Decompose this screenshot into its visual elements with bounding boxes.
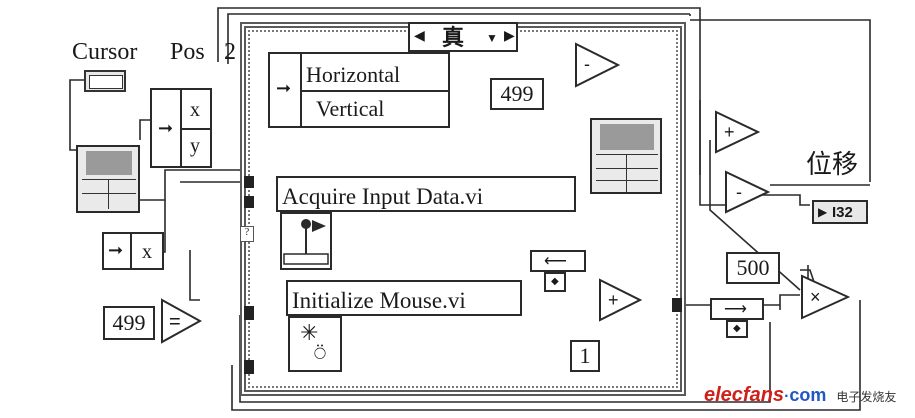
shift-right-arrow-icon: ⟶ — [724, 301, 747, 318]
bundle-arrow-icon: ➞ — [158, 118, 174, 138]
svg-text:+: + — [608, 290, 619, 310]
bundle-x-label: x — [190, 99, 200, 121]
svg-text:-: - — [584, 54, 590, 74]
watermark-cn: 电子发烧友 — [836, 390, 897, 404]
unbundle-arrow-icon: ➞ — [108, 240, 124, 260]
shift-right-down-icon: ◆ — [733, 323, 741, 334]
i32-label: I32 — [832, 204, 853, 221]
shift-register-left[interactable]: ⟵ — [530, 250, 586, 272]
cursor-terminal[interactable] — [84, 70, 126, 92]
unbundle-by-name-node[interactable]: ➞ Horizontal Vertical — [268, 52, 450, 128]
unbundle-x-label: x — [142, 241, 152, 263]
case-selector-terminal[interactable]: ? — [240, 226, 254, 242]
svg-text:+: + — [724, 122, 735, 142]
tunnel-right-1 — [672, 298, 682, 312]
cursor-label: Cursor — [72, 39, 138, 65]
elecfans-watermark: elecfans·com 电子发烧友 — [704, 384, 896, 407]
cursor-terminal-icon — [89, 75, 123, 89]
case-selector[interactable]: ◀ 真 ▼ ▶ — [408, 22, 518, 52]
svg-text:-: - — [736, 182, 742, 202]
i32-arrow-icon: ▶ — [818, 205, 828, 219]
unbundle-x-node[interactable]: ➞ x — [102, 232, 164, 270]
case-next-arrow[interactable]: ▶ — [504, 29, 515, 44]
multiply-node[interactable]: × — [800, 274, 850, 320]
constant-500[interactable]: 500 — [726, 252, 780, 284]
acquire-vi-icon[interactable] — [280, 212, 332, 270]
cluster-constant-right[interactable] — [590, 118, 662, 194]
subtract-node-top[interactable]: - — [574, 42, 620, 88]
watermark-dot-icon: · — [784, 388, 790, 405]
tunnel-left-4 — [244, 360, 254, 374]
tunnel-left-2 — [244, 196, 254, 208]
case-value-label: 真 — [442, 25, 465, 50]
shift-register-right[interactable]: ⟶ — [710, 298, 764, 320]
add-node-right[interactable]: + — [714, 110, 760, 154]
initialize-label: Initialize Mouse.vi — [292, 288, 466, 313]
horizontal-label: Horizontal — [306, 62, 401, 87]
cluster-icon-right — [600, 124, 654, 150]
case-dropdown-arrow[interactable]: ▼ — [486, 31, 498, 45]
constant-499-left[interactable]: 499 — [103, 306, 155, 340]
constant-499-top[interactable]: 499 — [490, 78, 544, 110]
tunnel-left-3 — [244, 306, 254, 320]
constant-1[interactable]: 1 — [570, 340, 600, 372]
watermark-dotcom: com — [789, 385, 827, 405]
initialize-mouse-vi[interactable]: Initialize Mouse.vi — [286, 280, 522, 316]
tunnel-left-1 — [244, 176, 254, 188]
i32-indicator[interactable]: ▶ I32 — [812, 200, 868, 224]
cluster-constant-left[interactable] — [76, 145, 140, 213]
unbundle-name-arrow-icon: ➞ — [276, 78, 292, 98]
mouse-icon: ⍥ — [314, 343, 326, 365]
shift-register-down[interactable]: ◆ — [544, 272, 566, 292]
pos-index-label: 2 — [224, 39, 236, 65]
acquire-label: Acquire Input Data.vi — [282, 184, 484, 209]
vertical-label: Vertical — [316, 96, 385, 121]
shift-down-icon: ◆ — [551, 276, 559, 287]
add-node-inner[interactable]: + — [598, 278, 642, 322]
case-prev-arrow[interactable]: ◀ — [414, 29, 425, 44]
cluster-icon — [86, 151, 132, 175]
acquire-input-data-vi[interactable]: Acquire Input Data.vi — [276, 176, 576, 212]
equal-comparison-node[interactable]: = — [160, 298, 202, 344]
asterisk-icon: ✳ — [300, 320, 319, 345]
shift-register-right-down[interactable]: ◆ — [726, 320, 748, 338]
pos-label: Pos — [170, 39, 205, 65]
initialize-vi-icon[interactable]: ✳ ⍥ — [288, 316, 342, 372]
weiyi-label: 位移 — [806, 150, 859, 180]
svg-text:×: × — [810, 287, 821, 307]
bundle-xy-node[interactable]: ➞ x y — [150, 88, 212, 168]
shift-left-arrow-icon: ⟵ — [544, 253, 567, 270]
joystick-icon — [283, 219, 329, 265]
bundle-y-label: y — [190, 135, 200, 157]
subtract-node-right[interactable]: - — [724, 170, 770, 214]
svg-text:=: = — [169, 311, 181, 333]
watermark-brand: elecfans — [704, 384, 785, 406]
